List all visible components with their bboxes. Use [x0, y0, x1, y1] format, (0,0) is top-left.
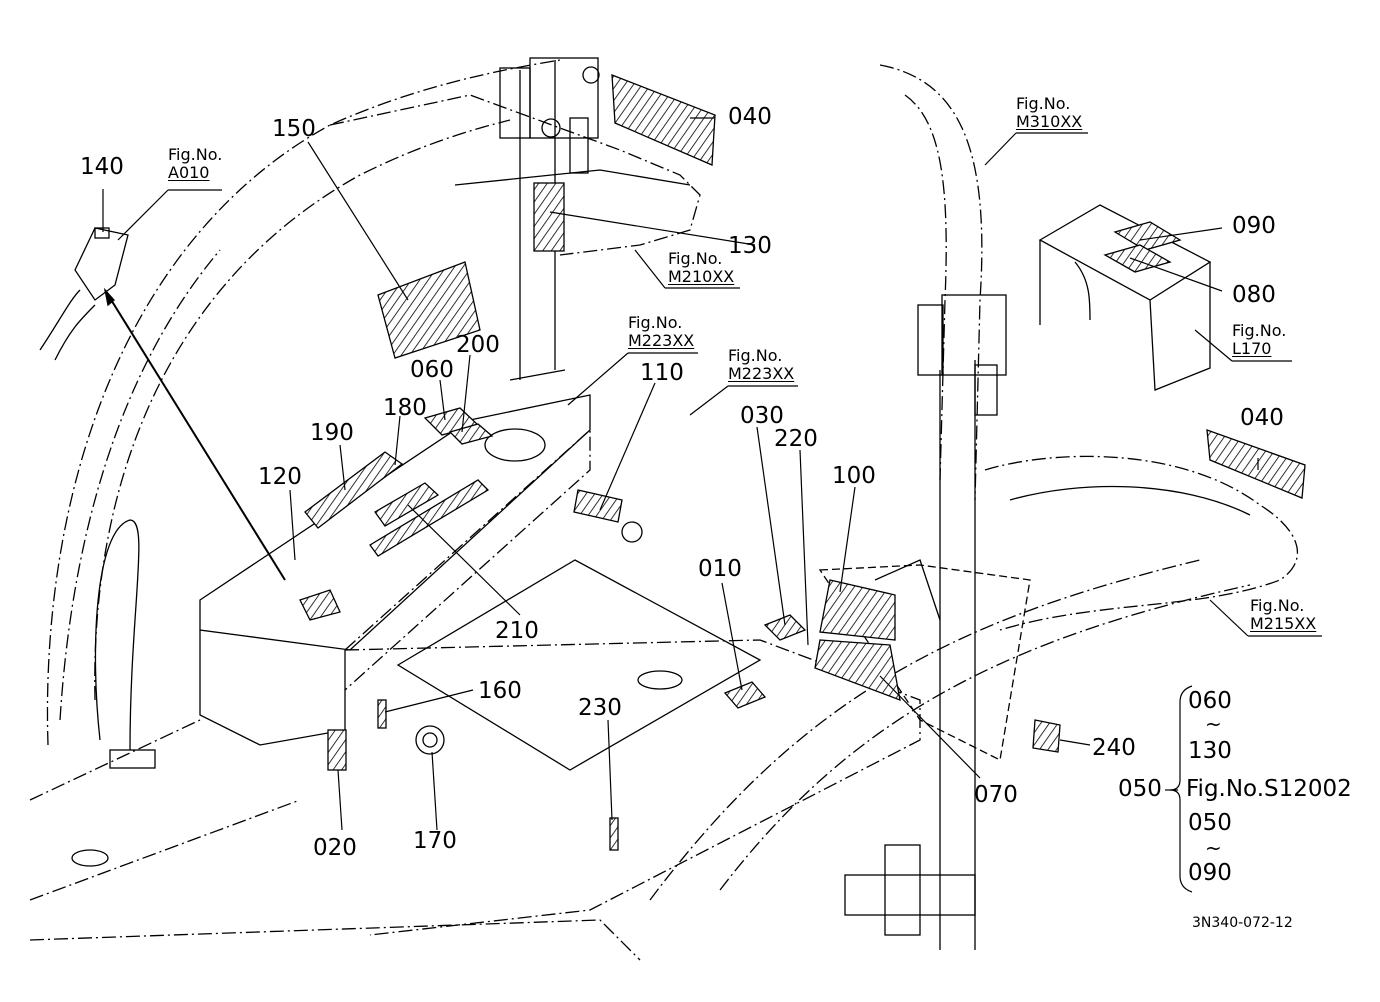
kit-range1-from: 060	[1188, 688, 1232, 714]
fig-ref: Fig.No.M210XX	[668, 249, 735, 287]
kit-range1-to: 130	[1188, 738, 1232, 764]
fig-ref: Fig.No.L170	[1232, 321, 1287, 359]
decal-240	[1032, 719, 1061, 753]
decal-190	[304, 451, 404, 529]
step-plate	[396, 559, 762, 771]
part-label: 180	[383, 395, 427, 421]
part-label: 020	[313, 835, 357, 861]
part-label: 150	[272, 116, 316, 142]
fig-ref: Fig.No.M223XX	[728, 346, 795, 384]
decal-020	[327, 729, 347, 771]
part-label: 200	[456, 332, 500, 358]
knob-170	[415, 725, 445, 755]
decal-100	[819, 579, 896, 641]
part-label: 220	[774, 426, 818, 452]
lever-grip	[74, 227, 129, 301]
kit-range2-from: 050	[1188, 810, 1232, 836]
part-label: 120	[258, 464, 302, 490]
fig-ref: Fig.No.A010	[168, 145, 223, 183]
part-label: 170	[413, 828, 457, 854]
range-tilde: ~	[1205, 712, 1222, 736]
kit-set-label: 050	[1118, 776, 1162, 802]
part-label: 040	[1240, 405, 1284, 431]
decal-210	[369, 479, 490, 557]
part-label: 160	[478, 678, 522, 704]
part-label: 010	[698, 556, 742, 582]
rops-right-post	[879, 64, 983, 501]
decal-090	[1113, 221, 1182, 251]
part-label: 060	[410, 357, 454, 383]
decal-110	[573, 489, 623, 523]
decal-040-top	[611, 74, 716, 166]
decal-230	[609, 817, 619, 851]
range-tilde: ~	[1205, 836, 1222, 860]
part-label: 140	[80, 154, 124, 180]
part-label: 240	[1092, 735, 1136, 761]
part-label: 100	[832, 463, 876, 489]
part-label: 190	[310, 420, 354, 446]
left-fender-outline	[46, 59, 561, 746]
kit-fig-ref: Fig.No.S12002	[1186, 776, 1352, 802]
left-fender-inner	[94, 119, 511, 701]
part-label: 210	[495, 618, 539, 644]
decal-010	[723, 681, 767, 709]
part-label: 030	[740, 403, 784, 429]
part-label: 230	[578, 695, 622, 721]
fig-ref: Fig.No.M215XX	[1250, 596, 1317, 634]
decal-030	[763, 614, 807, 641]
decal-040-right	[1206, 429, 1306, 499]
part-label: 090	[1232, 213, 1276, 239]
decal-080	[1103, 244, 1172, 273]
decal-200	[448, 423, 494, 445]
right-fender-outline	[984, 455, 1298, 631]
decal-160	[377, 699, 387, 729]
drawing-code: 3N340-072-12	[1192, 915, 1293, 931]
left-handrail	[94, 519, 140, 751]
fig-ref: Fig.No.M310XX	[1016, 94, 1083, 132]
part-label: 130	[728, 233, 772, 259]
part-label: 040	[728, 104, 772, 130]
part-label: 080	[1232, 282, 1276, 308]
decal-150	[377, 261, 481, 359]
decal-070	[814, 639, 901, 702]
part-label: 070	[974, 782, 1018, 808]
fig-ref: Fig.No.M223XX	[628, 313, 695, 351]
kit-range2-to: 090	[1188, 860, 1232, 886]
decal-120	[299, 589, 341, 621]
decal-180	[374, 482, 440, 527]
console-body	[199, 394, 591, 651]
part-label: 110	[640, 360, 684, 386]
decal-130	[533, 182, 565, 252]
